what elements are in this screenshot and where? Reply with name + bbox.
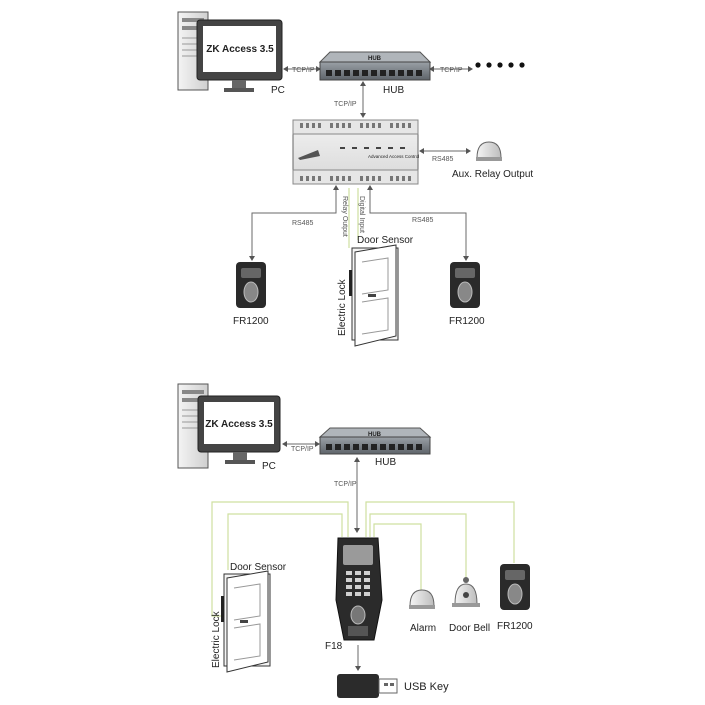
door-icon [349, 244, 399, 347]
reader-label: FR1200 [497, 621, 533, 632]
hub-label: HUB [383, 85, 404, 96]
fr1200-reader-left: FR1200 [233, 262, 269, 327]
controller-terminals [300, 123, 411, 181]
hub-brand: HUB [368, 432, 382, 438]
bottom-diagram: ZK Access 3.5 PC TCP/IP [177, 383, 533, 698]
pc-screen-text: ZK Access 3.5 [205, 419, 273, 430]
top-diagram: ZK Access 3.5 PC TCP/IP [177, 11, 533, 347]
alarm-siren-icon [409, 589, 435, 609]
usb-key-label: USB Key [404, 681, 449, 693]
doorbell-label: Door Bell [449, 623, 490, 634]
fr1200-reader-right: FR1200 [449, 262, 485, 327]
hub-brand: HUB [368, 56, 382, 62]
access-controller: Advanced Access Control [292, 119, 419, 185]
doorbell-device: Door Bell [449, 577, 490, 634]
terminal-label: F18 [325, 641, 343, 652]
fingerprint-reader-icon [500, 564, 530, 610]
relay-dome-icon [476, 141, 502, 161]
aux-relay-device: Aux. Relay Output [452, 141, 533, 180]
pc-hub-link: TCP/IP [283, 66, 321, 74]
hub-label: HUB [375, 457, 396, 468]
hub-top: HUB HUB [318, 51, 432, 96]
controller-leds [340, 147, 405, 149]
usb-key-device: USB Key [337, 674, 449, 698]
rs485-left-label: RS485 [292, 220, 314, 227]
rs485-aux-label: RS485 [432, 156, 454, 163]
aux-relay-label: Aux. Relay Output [452, 169, 533, 180]
hub-controller-link: TCP/IP [334, 81, 366, 118]
door-bottom: Door Sensor Electric Lock [211, 562, 287, 673]
f18-terminal: F18 [325, 537, 383, 652]
tcpip-left-label: TCP/IP [292, 67, 315, 74]
tcpip-down-label: TCP/IP [334, 101, 357, 108]
hub-chain-link: TCP/IP [429, 62, 525, 74]
electric-lock-label: Electric Lock [337, 278, 348, 336]
monitor-icon [197, 395, 281, 464]
monitor-icon [196, 19, 283, 92]
hub-bottom: HUB HUB [318, 427, 432, 468]
door-sensor-label: Door Sensor [357, 235, 414, 246]
controller-logo-icon [298, 150, 320, 160]
aux-link: RS485 [419, 148, 471, 163]
tcpip-down-label: TCP/IP [334, 481, 357, 488]
alarm-device: Alarm [409, 589, 436, 634]
keypad-icon [346, 571, 370, 596]
tcpip-right-label: TCP/IP [440, 67, 463, 74]
reader-links: RS485 RS485 [249, 185, 469, 261]
fingerprint-reader-icon [450, 262, 480, 308]
pc-label: PC [271, 85, 285, 96]
door-sensor-label: Door Sensor [230, 562, 287, 573]
pc-screen-text: ZK Access 3.5 [206, 44, 274, 55]
f18-terminal-icon [335, 537, 383, 641]
usb-key-icon [337, 674, 398, 698]
relay-output-label: Relay Output [341, 196, 348, 237]
usb-link [355, 645, 361, 671]
reader-left-label: FR1200 [233, 316, 269, 327]
pc-top: ZK Access 3.5 PC [177, 11, 285, 96]
bell-icon [452, 577, 480, 607]
controller-label: Advanced Access Control [368, 154, 419, 159]
more-devices-dots [475, 62, 525, 68]
reader-right-label: FR1200 [449, 316, 485, 327]
door-links: Relay Output Digital Input [341, 188, 365, 248]
pc-bottom: ZK Access 3.5 PC [177, 383, 281, 472]
tcpip-left-label: TCP/IP [291, 446, 314, 453]
peripheral-wires [211, 501, 515, 617]
fr1200-reader-bottom: FR1200 [497, 564, 533, 632]
pc-label: PC [262, 461, 276, 472]
alarm-label: Alarm [410, 623, 436, 634]
hub-ports [326, 444, 422, 450]
electric-lock-label: Electric Lock [211, 610, 222, 668]
hub-ports [326, 70, 422, 76]
pc-hub-link: TCP/IP [282, 441, 320, 453]
rs485-right-label: RS485 [412, 217, 434, 224]
door-top: Door Sensor Electric Lock [337, 235, 414, 347]
fingerprint-reader-icon [236, 262, 266, 308]
hub-terminal-link: TCP/IP [334, 457, 360, 533]
door-icon [221, 570, 271, 673]
digital-input-label: Digital Input [358, 196, 365, 233]
